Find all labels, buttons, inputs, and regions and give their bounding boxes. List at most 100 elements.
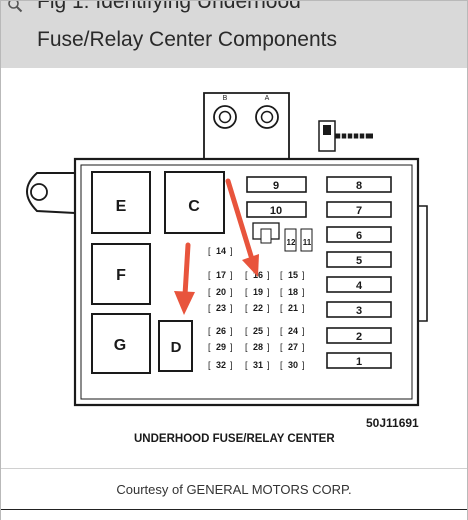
fuse-bracket-left: [: [208, 326, 211, 336]
fuse-bracket-left: [: [280, 270, 283, 280]
maxi-fuse-label: 7: [356, 205, 362, 217]
mini-fuse-label: 27: [288, 342, 298, 352]
mini-fuse-22[interactable]: [22]: [245, 303, 270, 313]
fuse-bracket-right: ]: [267, 287, 270, 297]
mini-fuse-26[interactable]: [26]: [208, 326, 233, 336]
fuse-11-outline: [300, 228, 313, 252]
figure-title-line-1: Fig 1: Identifying Underhood: [37, 1, 301, 13]
fuse-bracket-left: [: [208, 342, 211, 352]
fuse-bracket-left: [: [208, 360, 211, 370]
part-number: 50J11691: [366, 416, 419, 430]
mini-fuse-19[interactable]: [19]: [245, 287, 270, 297]
maxi-fuse-label: 1: [356, 356, 362, 368]
mini-fuse-18[interactable]: [18]: [280, 287, 305, 297]
fuse-bracket-right: ]: [302, 342, 305, 352]
maxi-fuse-7[interactable]: 7: [326, 201, 392, 218]
relay-g-label: G: [114, 337, 126, 354]
fuse-bracket-left: [: [245, 270, 248, 280]
mini-fuse-label: 24: [288, 326, 298, 336]
relay-g[interactable]: G: [91, 313, 151, 374]
fuse-bracket-right: ]: [267, 326, 270, 336]
relay-e-label: E: [116, 198, 127, 215]
mini-fuse-label: 22: [253, 303, 263, 313]
relay-e[interactable]: E: [91, 171, 151, 234]
terminal-a-stud-inner: [260, 110, 274, 124]
mini-fuse-label: 21: [288, 303, 298, 313]
maxi-fuse-4[interactable]: 4: [326, 276, 392, 293]
housing-inner-outline: [80, 164, 413, 400]
mini-fuse-30[interactable]: [30]: [280, 360, 305, 370]
relay-f[interactable]: F: [91, 243, 151, 305]
mini-fuse-24[interactable]: [24]: [280, 326, 305, 336]
mini-fuse-20[interactable]: [20]: [208, 287, 233, 297]
mini-fuse-25[interactable]: [25]: [245, 326, 270, 336]
maxi-fuse-label: 3: [356, 305, 362, 317]
center-label: UNDERHOOD FUSE/RELAY CENTER: [134, 433, 335, 445]
fuse-bracket-left: [: [280, 342, 283, 352]
cable-connector: [318, 120, 373, 152]
relay-d[interactable]: D: [158, 320, 193, 372]
relay-10-label: 10: [270, 205, 282, 217]
terminal-b-stud-inner: [218, 110, 232, 124]
maxi-fuse-label: 5: [356, 255, 362, 267]
mini-fuse-label: 32: [216, 360, 226, 370]
maxi-fuse-3[interactable]: 3: [326, 301, 392, 318]
fuse-14-bracket-left: [: [208, 246, 211, 256]
mini-fuse-23[interactable]: [23]: [208, 303, 233, 313]
maxi-fuse-2[interactable]: 2: [326, 327, 392, 344]
mini-fuse-label: 26: [216, 326, 226, 336]
fuse-14-bracket-right: ]: [230, 246, 233, 256]
maxi-fuse-1[interactable]: 1: [326, 352, 392, 369]
terminal-a-stud: [255, 105, 279, 129]
fuse-bracket-left: [: [280, 287, 283, 297]
fuse-bracket-left: [: [280, 360, 283, 370]
fuse-bracket-right: ]: [302, 303, 305, 313]
relay-9-label: 9: [273, 180, 279, 192]
mini-fuse-15[interactable]: [15]: [280, 270, 305, 280]
mini-fuse-label: 25: [253, 326, 263, 336]
mini-fuse-27[interactable]: [27]: [280, 342, 305, 352]
relay-9[interactable]: 9: [246, 176, 307, 193]
fuse-12[interactable]: 12: [287, 238, 296, 247]
fuse-bracket-left: [: [245, 360, 248, 370]
terminal-b-stud: [213, 105, 237, 129]
housing-right-notch: [418, 205, 428, 322]
fuse-bracket-right: ]: [230, 303, 233, 313]
mini-fuse-29[interactable]: [29]: [208, 342, 233, 352]
fuse-11[interactable]: 11: [303, 238, 312, 247]
fuse-bracket-left: [: [245, 326, 248, 336]
fuse-relay-diagram: B A E C F G: [26, 92, 428, 445]
fuse-bracket-right: ]: [302, 270, 305, 280]
mini-fuse-21[interactable]: [21]: [280, 303, 305, 313]
fuse-bracket-left: [: [245, 303, 248, 313]
fuse-bracket-right: ]: [230, 287, 233, 297]
relay-c[interactable]: C: [164, 171, 225, 234]
maxi-fuse-5[interactable]: 5: [326, 251, 392, 268]
fuse-bracket-left: [: [208, 270, 211, 280]
mini-fuse-31[interactable]: [31]: [245, 360, 270, 370]
housing-outline: [73, 157, 420, 407]
fuse-14[interactable]: 14: [216, 246, 226, 256]
fuse-bracket-right: ]: [267, 303, 270, 313]
fuse-12-outline: [284, 228, 297, 252]
fuse-bracket-right: ]: [267, 342, 270, 352]
relay-d-label: D: [171, 339, 182, 356]
fuse-bracket-right: ]: [230, 342, 233, 352]
arrow-to-relay-d: [174, 242, 195, 315]
fuse-bracket-left: [: [280, 326, 283, 336]
fuse-bracket-left: [: [208, 287, 211, 297]
relay-10[interactable]: 10: [246, 201, 307, 218]
mini-fuse-17[interactable]: [17]: [208, 270, 233, 280]
mini-fuse-label: 19: [253, 287, 263, 297]
figure-caption-area: Courtesy of GENERAL MOTORS CORP.: [1, 468, 467, 510]
fuse-bracket-right: ]: [230, 326, 233, 336]
mini-fuse-label: 29: [216, 342, 226, 352]
mini-fuse-32[interactable]: [32]: [208, 360, 233, 370]
fuse-bracket-right: ]: [302, 360, 305, 370]
maxi-fuse-8[interactable]: 8: [326, 176, 392, 193]
maxi-fuse-6[interactable]: 6: [326, 226, 392, 243]
fuse-bracket-left: [: [245, 342, 248, 352]
zoom-icon[interactable]: [7, 1, 23, 13]
mini-fuse-28[interactable]: [28]: [245, 342, 270, 352]
